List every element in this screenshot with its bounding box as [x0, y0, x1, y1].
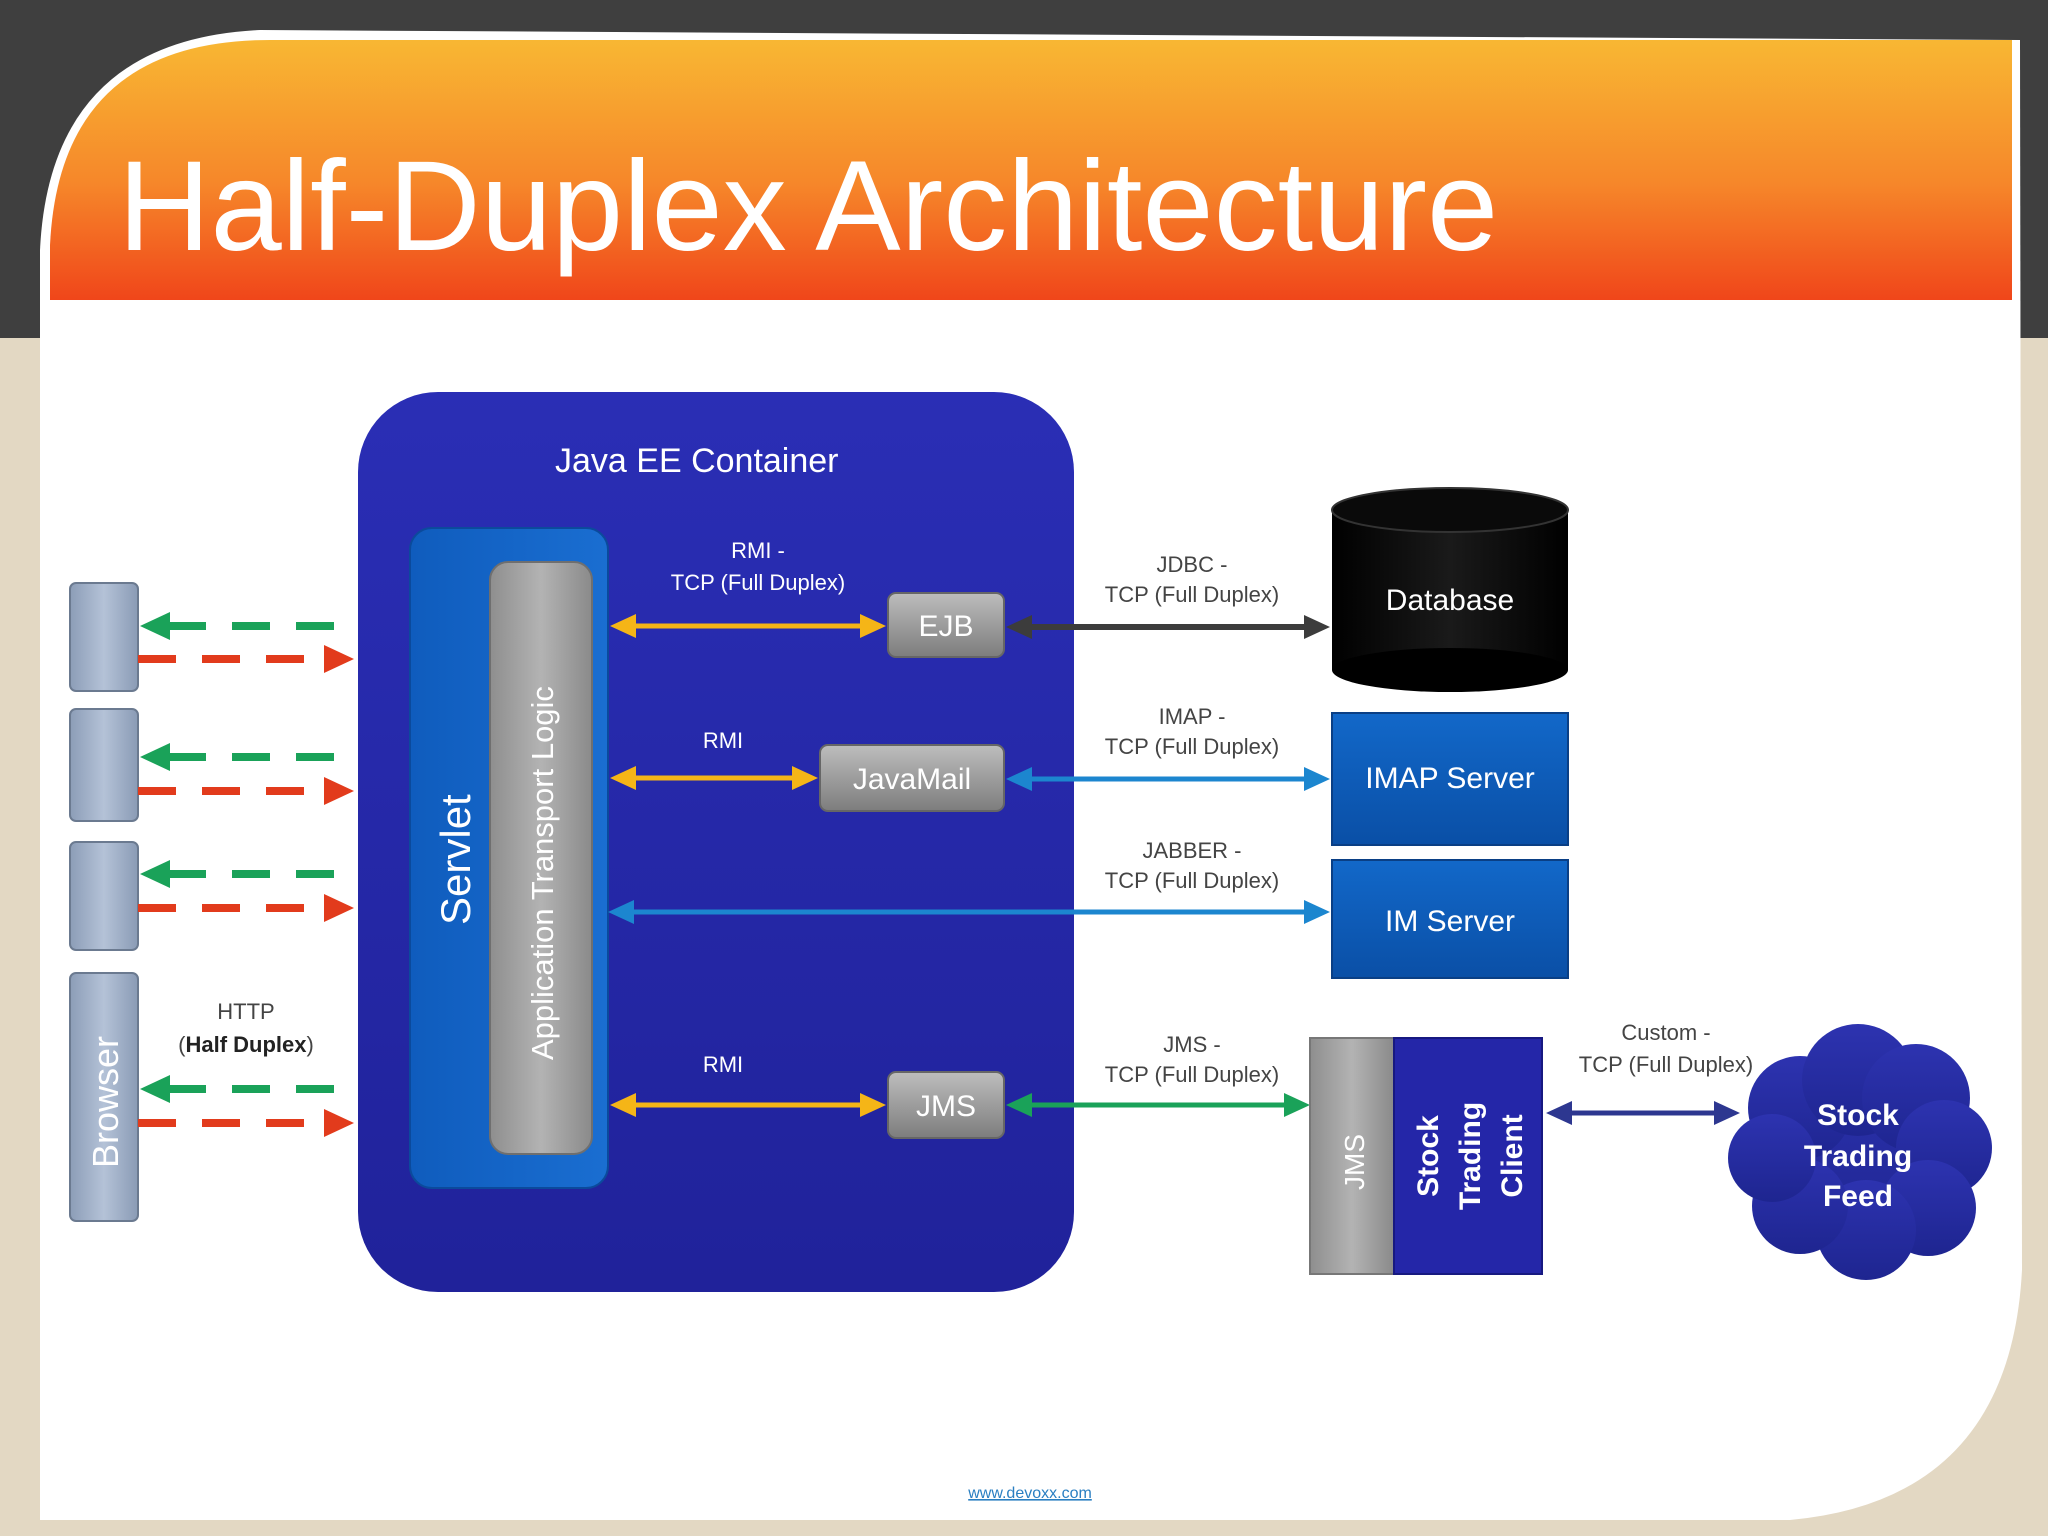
imap-arrow — [1006, 767, 1330, 791]
javamail-label: JavaMail — [853, 763, 971, 796]
rmi-full-label-2: TCP (Full Duplex) — [671, 570, 845, 595]
browser-box — [69, 972, 139, 1222]
http-arrows-2 — [138, 743, 354, 805]
stock-trading-feed-cloud — [1728, 1024, 1992, 1280]
jabber-label-1: JABBER - — [1142, 838, 1241, 863]
browser-label: Browser — [85, 1036, 126, 1168]
stock-trading-client-box — [1393, 1037, 1543, 1275]
http-arrows-browser — [138, 1075, 354, 1137]
http-half-duplex: Half Duplex — [185, 1032, 307, 1057]
rmi-full-label-1: RMI - — [731, 538, 785, 563]
http-paren-open: ( — [178, 1032, 186, 1057]
database-cylinder — [1331, 487, 1569, 692]
jms-tcp-arrow — [1006, 1093, 1310, 1117]
title-banner — [50, 40, 2012, 300]
imap-label-2: TCP (Full Duplex) — [1105, 734, 1279, 759]
jms-tcp-label-2: TCP (Full Duplex) — [1105, 1062, 1279, 1087]
jabber-label-2: TCP (Full Duplex) — [1105, 868, 1279, 893]
http-arrows-1 — [138, 612, 354, 673]
ejb-label: EJB — [918, 610, 973, 643]
container-title: Java EE Container — [555, 442, 839, 480]
client-jms-label: JMS — [1339, 1134, 1370, 1190]
ejb-box — [887, 592, 1005, 658]
jdbc-label-1: JDBC - — [1157, 552, 1228, 577]
feed-label-1: Stock — [1817, 1099, 1899, 1132]
footer-link[interactable]: www.devoxx.com — [967, 1485, 1092, 1502]
http-duplex-label: (Half Duplex) — [178, 1032, 314, 1057]
stock-trading-client-label-3: Client — [1496, 1114, 1529, 1197]
custom-arrow — [1546, 1101, 1740, 1125]
jms-label: JMS — [916, 1090, 976, 1123]
imap-server-label: IMAP Server — [1365, 762, 1535, 795]
servlet-label: Servlet — [432, 794, 479, 925]
javamail-box — [819, 744, 1005, 812]
custom-label-1: Custom - — [1621, 1020, 1710, 1045]
client-box-3 — [69, 841, 139, 951]
im-server-label: IM Server — [1385, 905, 1515, 938]
jdbc-label-2: TCP (Full Duplex) — [1105, 582, 1279, 607]
client-box-2 — [69, 708, 139, 822]
rmi-arrow-ejb — [610, 614, 886, 638]
rmi-jms-label: RMI — [703, 1052, 743, 1077]
imap-label-1: IMAP - — [1159, 704, 1226, 729]
feed-label-3: Feed — [1823, 1180, 1893, 1213]
jabber-arrow — [608, 900, 1330, 924]
jdbc-arrow — [1006, 615, 1330, 639]
custom-label-2: TCP (Full Duplex) — [1579, 1052, 1753, 1077]
jms-tcp-label-1: JMS - — [1163, 1032, 1220, 1057]
database-label: Database — [1386, 584, 1514, 617]
im-server-box — [1331, 859, 1569, 979]
slide-title: Half-Duplex Architecture — [118, 135, 1498, 278]
http-arrows-3 — [138, 860, 354, 922]
client-jms-box — [1309, 1037, 1395, 1275]
rmi-arrow-javamail — [610, 766, 818, 790]
rmi-mail-label: RMI — [703, 728, 743, 753]
app-transport-logic-label: Application Transport Logic — [525, 686, 560, 1060]
feed-label-2: Trading — [1804, 1140, 1912, 1173]
client-box-1 — [69, 582, 139, 692]
app-transport-logic-box — [489, 561, 593, 1155]
stock-trading-client-label-1: Stock — [1412, 1115, 1445, 1197]
http-label: HTTP — [217, 999, 274, 1024]
imap-server-box — [1331, 712, 1569, 846]
http-paren-close: ) — [307, 1032, 314, 1057]
rmi-arrow-jms — [610, 1093, 886, 1117]
stock-trading-client-label-2: Trading — [1454, 1102, 1487, 1210]
jms-box — [887, 1071, 1005, 1139]
